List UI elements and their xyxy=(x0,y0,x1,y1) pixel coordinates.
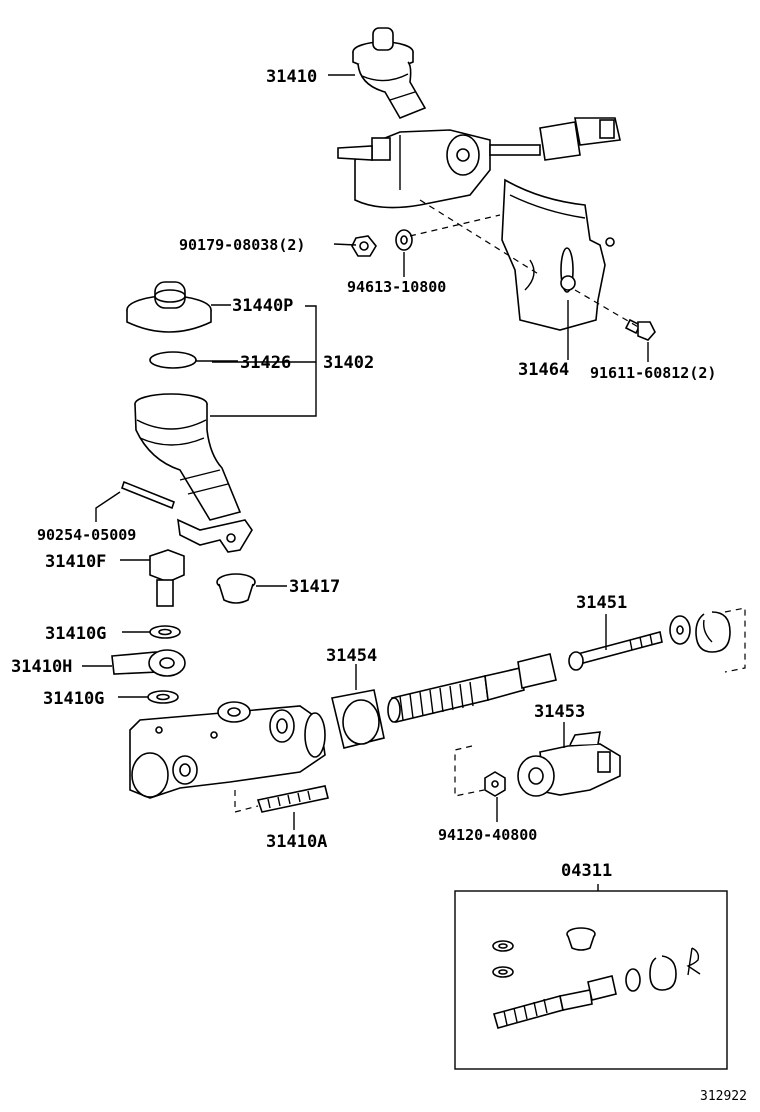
label-04311: 04311 xyxy=(561,861,612,881)
label-94613-10800: 94613-10800 xyxy=(347,278,446,296)
snap-ring-drawing xyxy=(695,611,731,653)
label-94120-40800: 94120-40800 xyxy=(438,826,537,844)
reservoir-gasket-drawing xyxy=(149,351,197,369)
label-31410A: 31410A xyxy=(266,832,327,852)
repair-kit-box xyxy=(454,884,728,1070)
label-31451: 31451 xyxy=(576,593,627,613)
master-cylinder-assembly-drawing xyxy=(337,27,621,209)
union-bolt-31410F-drawing xyxy=(149,549,185,607)
label-31440P: 31440P xyxy=(232,296,293,316)
label-90179-08038: 90179-08038(2) xyxy=(179,236,305,254)
label-31410G-top: 31410G xyxy=(45,624,106,644)
washer-94613-drawing xyxy=(395,229,413,251)
bolt-91611-drawing xyxy=(624,318,656,341)
label-31454: 31454 xyxy=(326,646,377,666)
push-rod-31451-drawing xyxy=(568,631,663,671)
figure-reference-number: 312922 xyxy=(700,1089,747,1104)
piston-spring-drawing xyxy=(387,653,557,723)
label-31410F: 31410F xyxy=(45,552,106,572)
label-31410G-bottom: 31410G xyxy=(43,689,104,709)
label-90254-05009: 90254-05009 xyxy=(37,526,136,544)
label-31410H: 31410H xyxy=(11,657,72,677)
clevis-31453-drawing xyxy=(517,731,621,797)
stud-31410A-drawing xyxy=(256,785,329,813)
boot-31454-drawing xyxy=(331,689,385,749)
washer-31451-drawing xyxy=(669,615,691,645)
label-31453: 31453 xyxy=(534,702,585,722)
gasket-31410G-top-drawing xyxy=(149,625,181,639)
pin-90254-drawing xyxy=(121,480,175,510)
label-31464: 31464 xyxy=(518,360,569,380)
label-31402: 31402 xyxy=(323,353,374,373)
nut-90179-drawing xyxy=(351,235,377,257)
bracket-drawing xyxy=(501,178,615,331)
reservoir-cap-drawing xyxy=(126,281,212,333)
label-31426: 31426 xyxy=(240,353,291,373)
label-31417: 31417 xyxy=(289,577,340,597)
label-91611-60812: 91611-60812(2) xyxy=(590,364,716,382)
nut-94120-drawing xyxy=(484,771,506,797)
grommet-31417-drawing xyxy=(216,573,256,604)
union-31410H-drawing xyxy=(111,649,186,677)
label-31410: 31410 xyxy=(266,67,317,87)
reservoir-drawing xyxy=(134,393,253,553)
cylinder-body-drawing xyxy=(129,701,326,799)
gasket-31410G-bottom-drawing xyxy=(147,690,179,704)
